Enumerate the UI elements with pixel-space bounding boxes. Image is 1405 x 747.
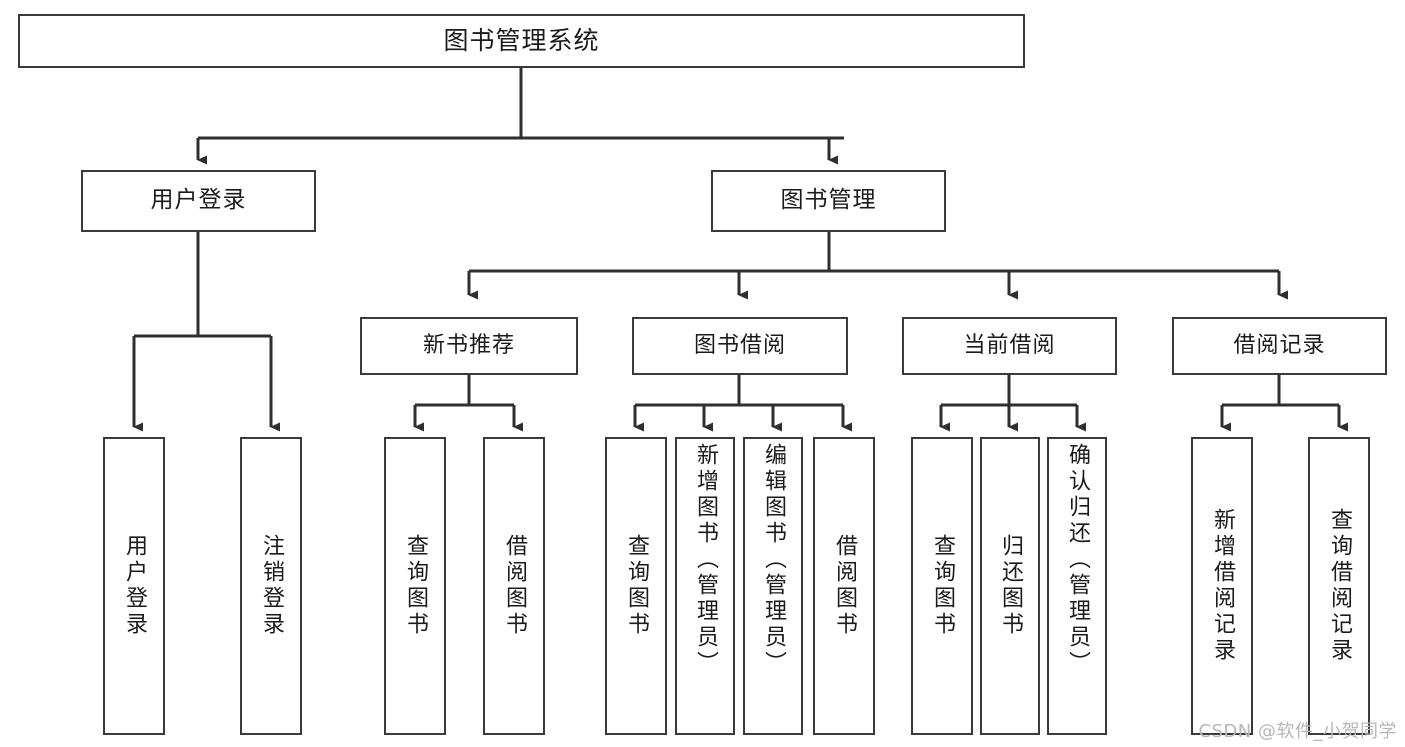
node-leaf-query-borrow-record[interactable]: 查询借阅记录 [1308,437,1370,735]
node-current-borrow[interactable]: 当前借阅 [902,317,1117,375]
node-leaf-confirm-return-admin[interactable]: 确认归还（管理员） [1047,437,1107,735]
node-leaf-user-login-label: 用户登录 [122,534,147,638]
node-book-borrow[interactable]: 图书借阅 [632,317,848,375]
node-leaf-logout-label: 注销登录 [259,534,284,638]
node-leaf-query-book-1-label: 查询图书 [403,534,428,638]
node-leaf-query-borrow-record-label: 查询借阅记录 [1327,508,1352,664]
node-leaf-borrow-book-1[interactable]: 借阅图书 [483,437,545,735]
node-leaf-user-login[interactable]: 用户登录 [103,437,165,735]
node-new-book-recommend-label: 新书推荐 [422,333,515,359]
node-leaf-query-book-2-label: 查询图书 [624,534,649,638]
node-leaf-edit-book-admin[interactable]: 编辑图书（管理员） [743,437,803,735]
node-book-management[interactable]: 图书管理 [711,170,946,232]
node-leaf-return-book-label: 归还图书 [998,534,1023,638]
node-user-login-label: 用户登录 [150,187,247,214]
node-leaf-borrow-book-2[interactable]: 借阅图书 [813,437,875,735]
node-book-borrow-label: 图书借阅 [693,333,786,359]
node-root-system-label: 图书管理系统 [443,26,600,56]
node-leaf-borrow-book-1-label: 借阅图书 [502,534,527,638]
node-leaf-confirm-return-admin-label: 确认归还（管理员） [1065,443,1090,677]
node-root-system[interactable]: 图书管理系统 [18,14,1025,68]
node-leaf-query-book-3[interactable]: 查询图书 [911,437,973,735]
node-borrow-records-label: 借阅记录 [1233,333,1326,359]
node-leaf-logout[interactable]: 注销登录 [240,437,302,735]
csdn-watermark: CSDN @软件_小贺同学 [1198,721,1397,742]
node-leaf-query-book-3-label: 查询图书 [930,534,955,638]
node-book-management-label: 图书管理 [780,187,877,214]
node-leaf-query-book-1[interactable]: 查询图书 [384,437,446,735]
node-leaf-edit-book-admin-label: 编辑图书（管理员） [761,443,786,677]
node-leaf-add-borrow-record[interactable]: 新增借阅记录 [1191,437,1253,735]
node-leaf-add-book-admin[interactable]: 新增图书（管理员） [675,437,735,735]
node-leaf-query-book-2[interactable]: 查询图书 [605,437,667,735]
node-leaf-return-book[interactable]: 归还图书 [980,437,1040,735]
node-current-borrow-label: 当前借阅 [963,333,1056,359]
node-leaf-add-book-admin-label: 新增图书（管理员） [693,443,718,677]
node-leaf-borrow-book-2-label: 借阅图书 [832,534,857,638]
node-borrow-records[interactable]: 借阅记录 [1172,317,1387,375]
node-new-book-recommend[interactable]: 新书推荐 [360,317,578,375]
node-leaf-add-borrow-record-label: 新增借阅记录 [1210,508,1235,664]
node-user-login[interactable]: 用户登录 [81,170,316,232]
